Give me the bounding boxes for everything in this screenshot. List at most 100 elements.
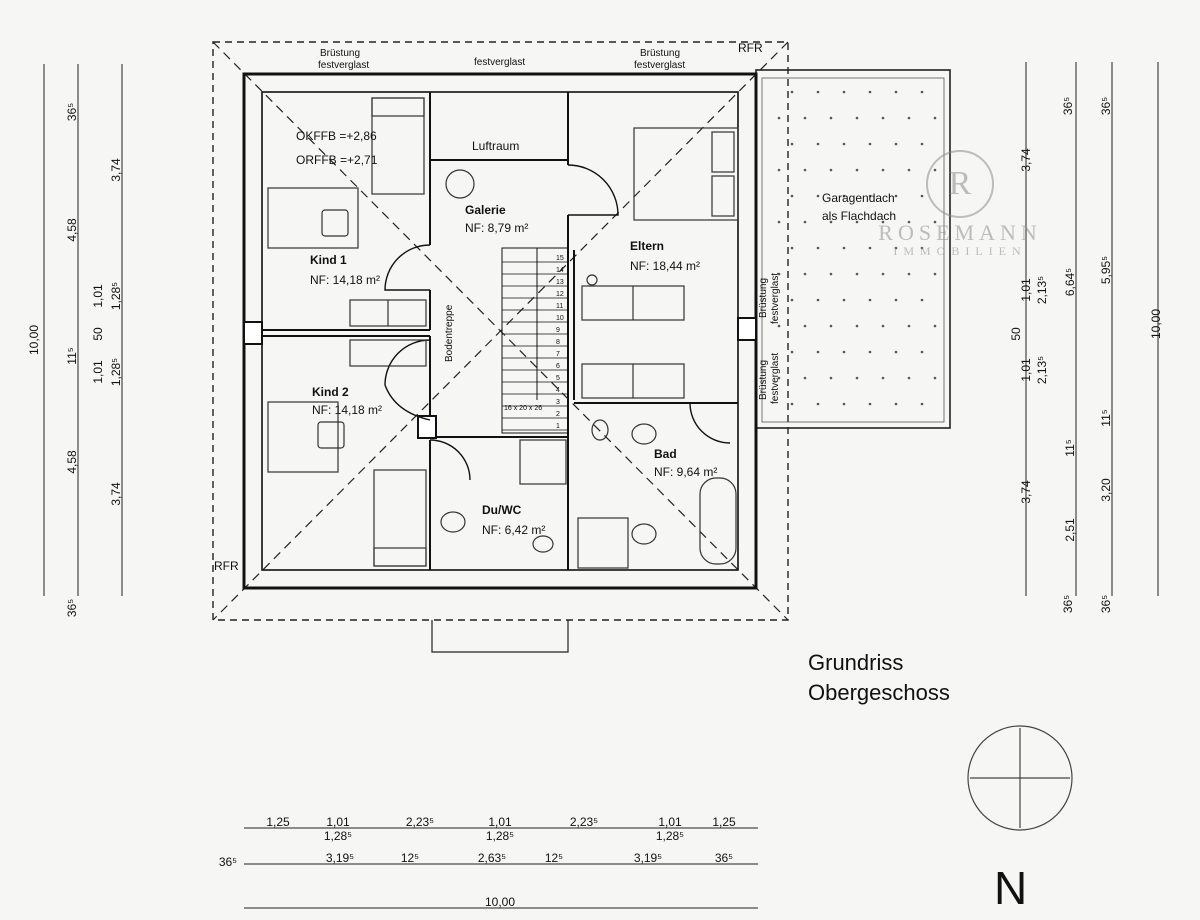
festverglast-label-5: festverglast — [770, 353, 781, 404]
gravel-dot — [777, 168, 781, 172]
dim-bottom-r2-6: 3,19⁵ — [634, 851, 662, 865]
stair-step-number: 15 — [556, 255, 564, 262]
gravel-dot — [842, 142, 846, 146]
gravel-dot — [881, 168, 885, 172]
gravel-dot — [881, 272, 885, 276]
dim-right-c-4: 3,20 — [1099, 478, 1113, 502]
brustung-label-3: Brüstung — [758, 278, 769, 318]
gravel-dot — [803, 220, 807, 224]
gravel-dot — [777, 220, 781, 224]
room-kind2-area: NF: 14,18 m² — [312, 403, 382, 417]
plan-title-line1: Grundriss — [808, 650, 904, 675]
room-duwc-name: Du/WC — [482, 503, 522, 517]
dim-left-9: 36⁵ — [65, 599, 79, 617]
stair-step-number: 8 — [556, 339, 560, 346]
stair-step-number: 6 — [556, 363, 560, 370]
gravel-dot — [933, 116, 937, 120]
watermark-subtitle: IMMOBILIEN — [893, 244, 1027, 258]
stair-note: 16 x 20 x 26 — [504, 405, 542, 412]
room-kind1-name: Kind 1 — [310, 253, 347, 267]
gravel-dot — [816, 350, 820, 354]
dim-right-a-9: 36⁵ — [1061, 595, 1075, 613]
stair-step-number: 13 — [556, 279, 564, 286]
gravel-dot — [829, 376, 833, 380]
gravel-dot — [829, 116, 833, 120]
dim-right-b-2: 11⁵ — [1063, 439, 1077, 456]
gravel-dot — [855, 116, 859, 120]
gravel-dot — [920, 402, 924, 406]
dim-right-a-6: 1,01 — [1019, 358, 1033, 382]
gravel-dot — [933, 220, 937, 224]
gravel-dot — [894, 402, 898, 406]
roof-diagonal-2 — [212, 41, 789, 621]
garage-label-2: als Flachdach — [822, 209, 896, 223]
gravel-dot — [933, 272, 937, 276]
dim-left-inner-2: 50 — [91, 327, 105, 341]
plan-title: Grundriss Obergeschoss — [808, 648, 950, 708]
gravel-dot — [790, 298, 794, 302]
dim-bottom-10: 1,25 — [712, 815, 736, 829]
orffb-label: ORFFB =+2,71 — [296, 153, 378, 167]
dim-right-a-8: 3,74 — [1019, 480, 1033, 504]
gravel-dot — [803, 168, 807, 172]
gravel-dot — [881, 376, 885, 380]
watermark: R ROSEMANN IMMOBILIEN — [860, 150, 1060, 259]
room-eltern-area: NF: 18,44 m² — [630, 259, 700, 273]
dim-right-a-7: 2,13⁵ — [1035, 356, 1049, 384]
gravel-dot — [868, 246, 872, 250]
entry-canopy — [431, 620, 569, 653]
gravel-dot — [894, 194, 898, 198]
rfr-left-label: RFR — [214, 559, 239, 573]
festverglast-label-4: festverglast — [770, 273, 781, 324]
gravel-dot — [842, 90, 846, 94]
dim-right-a-4: 2,13⁵ — [1035, 276, 1049, 304]
stair-treads — [502, 261, 568, 431]
dim-left-5: 11⁵ — [65, 347, 79, 364]
gravel-dot — [881, 324, 885, 328]
stair-step-number: 7 — [556, 351, 560, 358]
stair-step-number: 5 — [556, 375, 560, 382]
dim-left-inner-3: 3,74 — [109, 482, 123, 506]
dim-left-7: 1,28⁵ — [109, 358, 123, 386]
gravel-dot — [868, 142, 872, 146]
dim-left-1: 36⁵ — [65, 103, 79, 121]
dim-right-total: 10,00 — [1149, 309, 1163, 339]
gravel-dot — [855, 168, 859, 172]
dim-bottom-8: 1,01 — [658, 815, 682, 829]
gravel-dot — [816, 90, 820, 94]
dim-left-6: 1,01 — [91, 360, 105, 384]
dim-bottom-r2-4: 2,63⁵ — [478, 851, 506, 865]
festverglast-label-3: festverglast — [634, 60, 685, 71]
brustung-label-4: Brüstung — [758, 360, 769, 400]
dim-left-inner-1: 3,74 — [109, 158, 123, 182]
gravel-dot — [868, 402, 872, 406]
dim-right-a-3: 1,01 — [1019, 278, 1033, 302]
gravel-dot — [907, 376, 911, 380]
dim-bottom-9: 1,28⁵ — [656, 829, 684, 843]
gravel-dot — [829, 324, 833, 328]
gravel-dot — [920, 194, 924, 198]
gravel-dot — [855, 376, 859, 380]
stair-step-number: 1 — [556, 423, 560, 430]
gravel-dot — [777, 324, 781, 328]
gravel-dot — [920, 90, 924, 94]
gravel-dot — [790, 90, 794, 94]
room-duwc-area: NF: 6,42 m² — [482, 523, 545, 537]
dim-right-a-2: 3,74 — [1019, 148, 1033, 172]
room-kind2-name: Kind 2 — [312, 385, 349, 399]
gravel-dot — [803, 324, 807, 328]
stair-step-number: 12 — [556, 291, 564, 298]
room-bad-area: NF: 9,64 m² — [654, 465, 717, 479]
dim-bottom-r2-5: 12⁵ — [545, 851, 563, 865]
room-galerie-area: NF: 8,79 m² — [465, 221, 528, 235]
plan-title-line2: Obergeschoss — [808, 680, 950, 705]
gravel-dot — [907, 168, 911, 172]
gravel-dot — [842, 350, 846, 354]
dim-bottom-r2-3: 12⁵ — [401, 851, 419, 865]
gravel-dot — [790, 402, 794, 406]
stair-step-number: 10 — [556, 315, 564, 322]
stair-step-number: 4 — [556, 387, 560, 394]
rfr-top-label: RFR — [738, 41, 763, 55]
festverglast-label-2: festverglast — [474, 57, 525, 68]
